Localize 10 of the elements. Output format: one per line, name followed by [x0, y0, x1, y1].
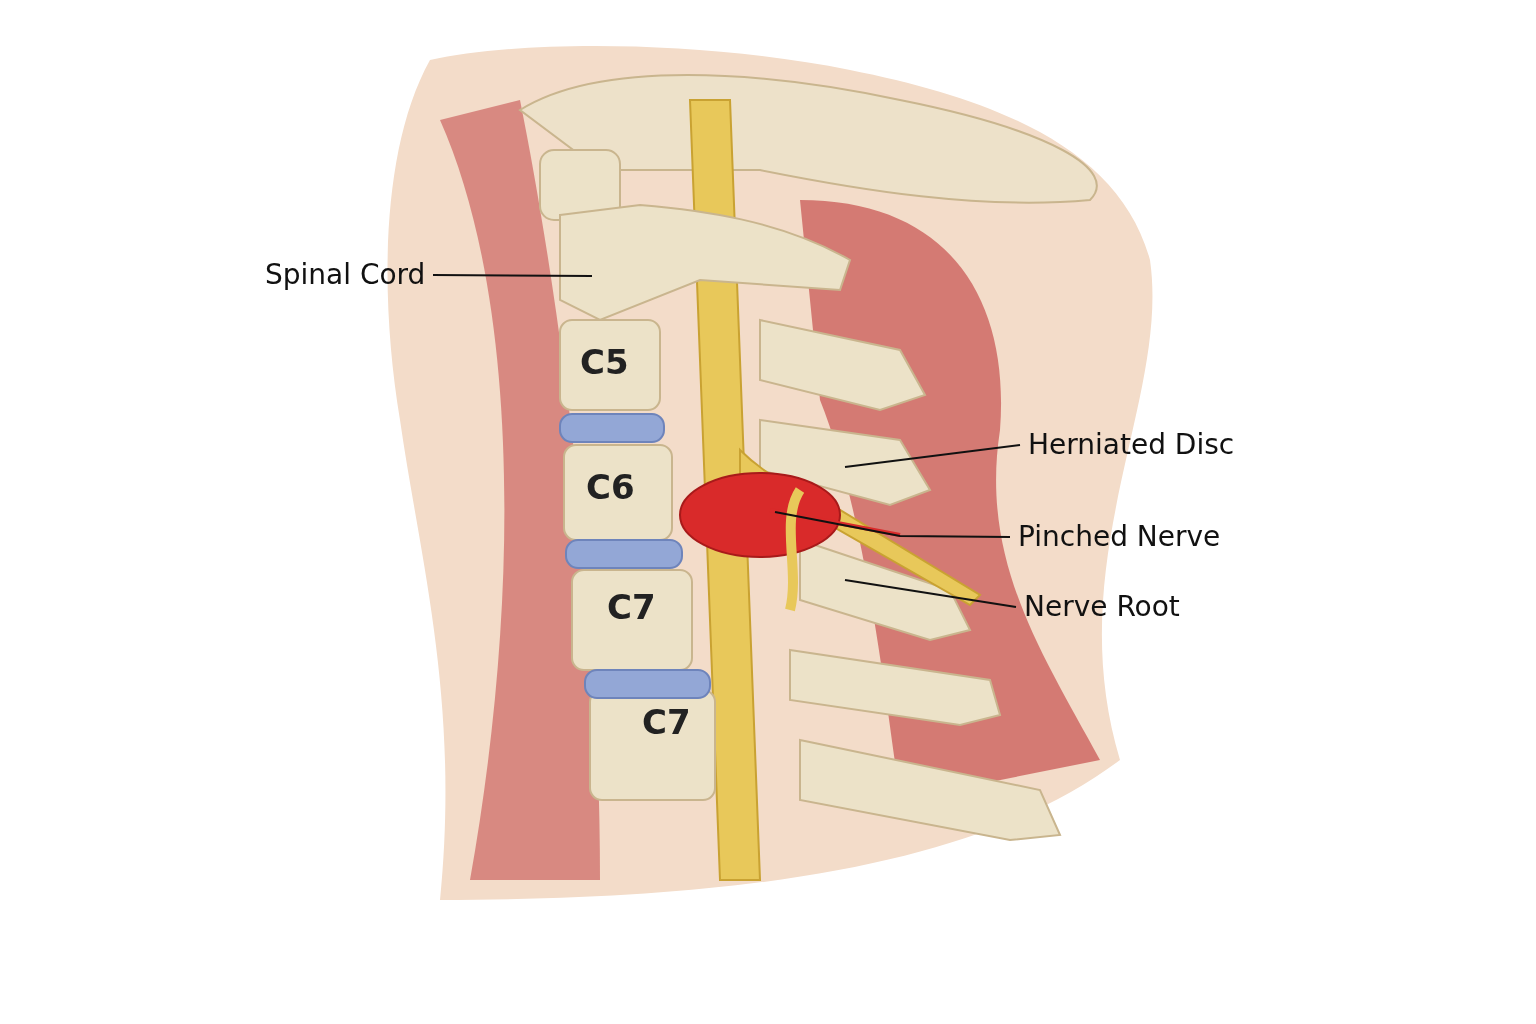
callout-label: Nerve Root — [1024, 590, 1180, 624]
leader-line — [844, 579, 1017, 608]
vertebra-label: C5 — [580, 342, 629, 383]
leader-line — [432, 274, 593, 277]
callout-label: Pinched Nerve — [1018, 520, 1221, 554]
vertebra-label: C7 — [607, 587, 656, 628]
callout-label: Herniated Disc — [1028, 428, 1235, 462]
vertebra-label: C6 — [586, 467, 635, 508]
vertebra-label: C7 — [642, 702, 691, 743]
callout-label: Spinal Cord — [265, 258, 426, 292]
